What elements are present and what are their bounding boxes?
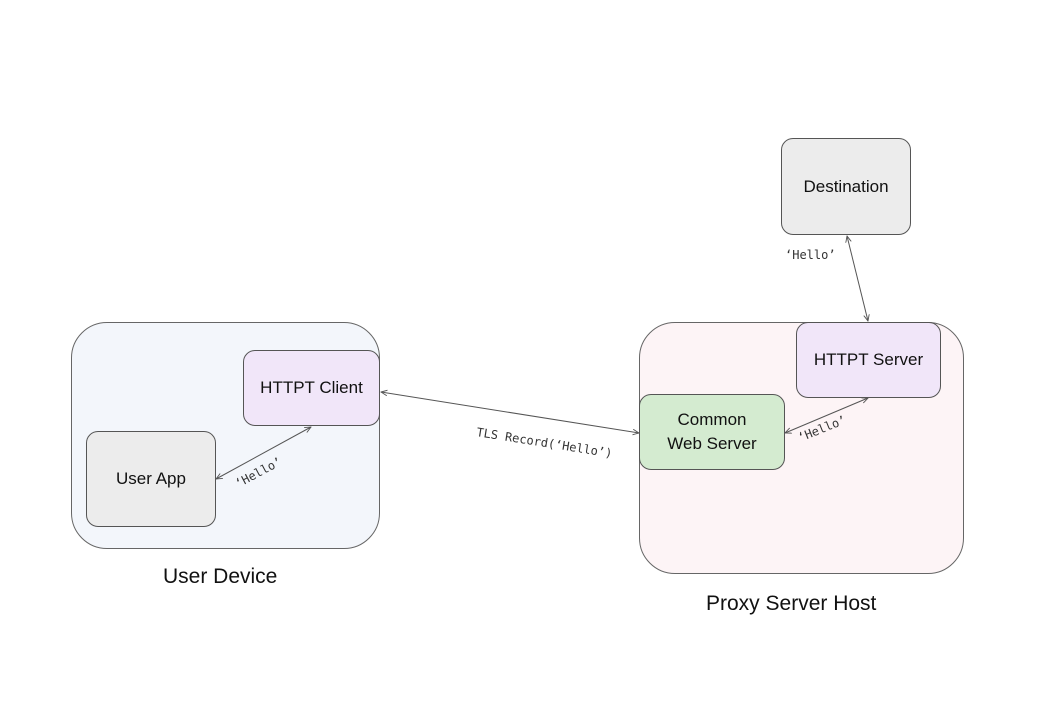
user-app-label: User App (116, 469, 186, 488)
edge-user-app-httpt-client (216, 427, 311, 479)
user-app-node: User App (86, 431, 216, 527)
destination-label: Destination (803, 176, 889, 196)
user-device-caption: User Device (163, 565, 278, 588)
edge-web-server-httpt-server (785, 398, 868, 433)
edge-label-app-client: ‘Hello’ (233, 455, 284, 491)
httpt-server-node: HTTPT Server (796, 322, 941, 398)
httpt-client-label: HTTPT Client (260, 378, 363, 397)
common-web-server-label-line2: Web Server (667, 434, 757, 453)
common-web-server-node: Common Web Server (639, 394, 785, 470)
destination-node: Destination (781, 138, 911, 235)
httpt-server-label: HTTPT Server (813, 350, 924, 369)
edge-label-dest-server: ‘Hello’ (785, 248, 836, 262)
httpt-client-node: HTTPT Client (243, 350, 380, 426)
common-web-server-label-line1: Common (677, 410, 747, 429)
edge-destination-httpt-server (847, 236, 868, 321)
proxy-server-host-caption: Proxy Server Host (706, 592, 877, 615)
edge-label-client-web: TLS Record(‘Hello’) (476, 425, 614, 460)
edge-httpt-client-web-server (381, 392, 639, 433)
